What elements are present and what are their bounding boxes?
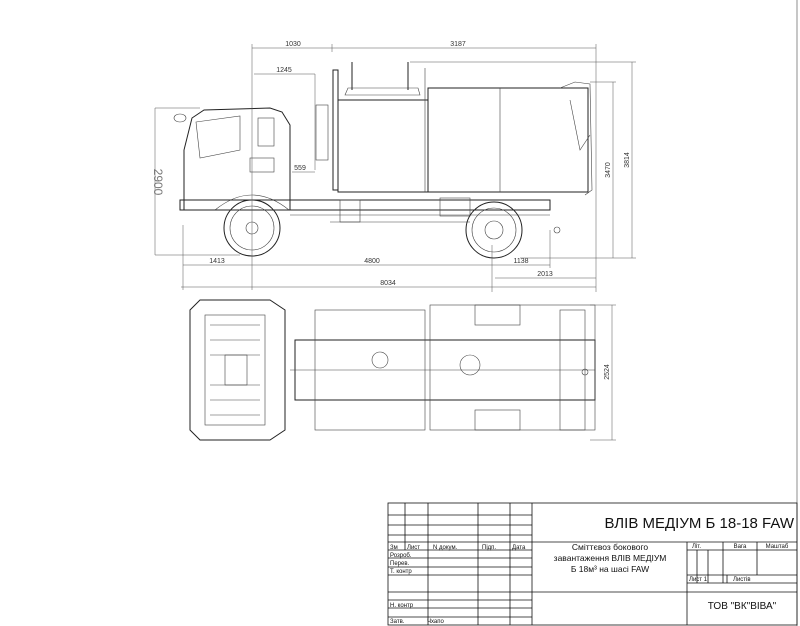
description-line-3: Б 18м³ на шасі FAW — [571, 564, 649, 574]
row-tech-control: Т. контр — [390, 569, 412, 575]
dim-cab-height: 2900 — [151, 169, 165, 196]
scale-label: Маштаб — [766, 544, 789, 550]
row-checked: Перев. — [390, 561, 410, 567]
dim-body-length: 3187 — [450, 41, 466, 48]
row-approved: Затв. — [390, 619, 405, 625]
dim-overall-width: 2524 — [604, 364, 611, 380]
sheet-label: Лист 1 — [689, 577, 708, 583]
title-block: ВЛІВ МЕДІУМ Б 18-18 FAW Сміттєвоз боково… — [387, 502, 798, 626]
col-zm: Зм — [390, 545, 398, 551]
company-name: ТОВ "ВК"ВІВА" — [708, 601, 777, 612]
dim-rear-overhang: 1138 — [513, 258, 528, 265]
col-signature: Підп. — [482, 545, 496, 551]
sheets-label: Листів — [733, 577, 751, 583]
rear-wheel — [465, 201, 523, 259]
dim-wheelbase: 4800 — [364, 258, 380, 265]
row-norm-control: Н. контр — [390, 603, 414, 609]
dim-body-height: 3470 — [605, 162, 612, 178]
dim-overall-height: 3814 — [624, 152, 631, 168]
drawing-title: ВЛІВ МЕДІУМ Б 18-18 FAW — [604, 515, 794, 532]
side-view — [173, 62, 593, 259]
weight-label: Вага — [734, 544, 747, 550]
dim-cab-length: 1245 — [276, 67, 292, 74]
dim-rear-axle-to-end: 2013 — [537, 271, 553, 278]
approver-name: Чхапо — [427, 619, 445, 625]
dim-gap: 559 — [294, 165, 306, 172]
dim-overall-length: 8034 — [380, 280, 396, 287]
description-line-2: завантаження ВЛІВ МЕДІУМ — [554, 553, 667, 563]
dim-cab-to-body: 1030 — [285, 41, 301, 48]
col-sheet: Лист — [407, 545, 420, 551]
cab — [173, 107, 291, 211]
row-developed: Розроб. — [390, 553, 412, 559]
lit-label: Літ. — [692, 544, 701, 550]
col-date: Дата — [512, 545, 526, 551]
chassis — [179, 197, 561, 234]
dim-front-overhang: 1413 — [209, 258, 225, 265]
col-doc-number: N докум. — [433, 545, 458, 551]
body — [315, 62, 593, 196]
top-view: 2524 — [189, 299, 616, 441]
description-line-1: Сміттєвоз бокового — [572, 542, 649, 552]
side-dimensions: 1030 3187 1245 559 2900 3470 3814 1413 4… — [151, 41, 636, 292]
